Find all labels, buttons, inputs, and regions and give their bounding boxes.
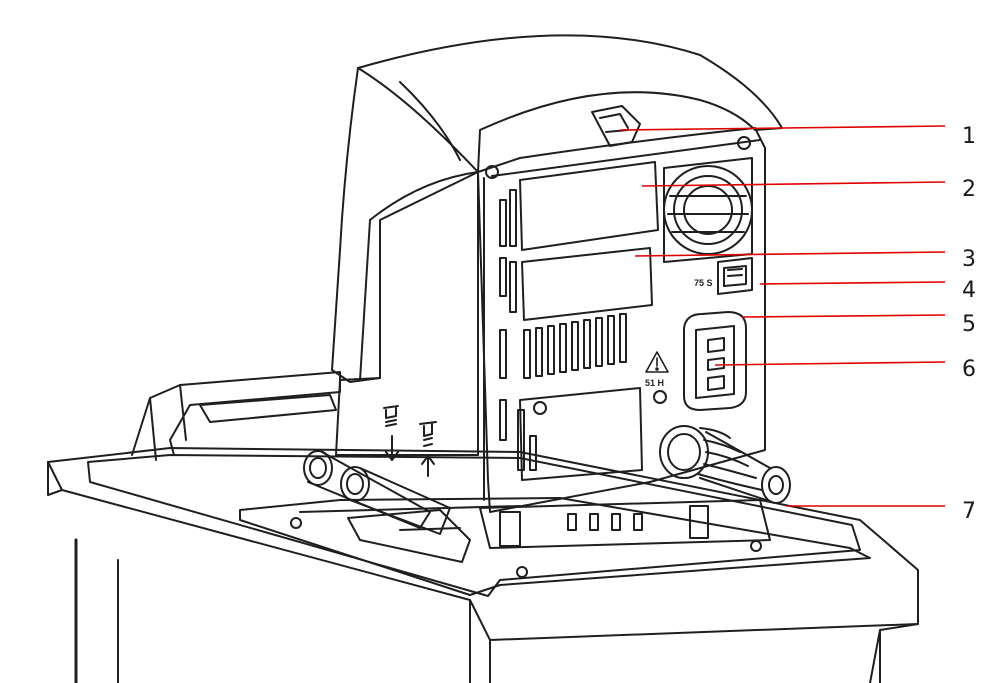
callout-line-6 — [714, 361, 946, 366]
callout-line-4 — [759, 281, 946, 285]
callout-number-7: 7 — [962, 499, 976, 524]
callout-line-3 — [634, 251, 946, 257]
cable-gland — [659, 425, 791, 504]
flow-in-icon — [419, 421, 437, 477]
callout-number-1: 1 — [962, 124, 976, 149]
callout-number-6: 6 — [962, 357, 976, 382]
warning-label: 51 H — [645, 378, 664, 388]
callout-number-5: 5 — [962, 312, 976, 337]
callout-number-3: 3 — [962, 247, 976, 272]
callout-line-2 — [641, 181, 946, 187]
pump-nozzles — [303, 450, 471, 563]
flow-out-icon — [383, 405, 399, 461]
callout-line-1 — [619, 125, 946, 131]
callout-number-2: 2 — [962, 177, 976, 202]
callout-number-4: 4 — [962, 278, 976, 303]
callout-line-5 — [741, 314, 946, 318]
warning-triangle-icon — [645, 351, 669, 373]
pump-base — [290, 499, 771, 578]
port-label: 75 S — [694, 278, 713, 288]
rj-port — [717, 257, 753, 295]
carry-handle — [131, 371, 341, 461]
top-release-tab — [591, 105, 641, 147]
bath-tank — [47, 447, 919, 683]
power-inlet — [683, 311, 747, 411]
controller-housing — [331, 34, 783, 513]
